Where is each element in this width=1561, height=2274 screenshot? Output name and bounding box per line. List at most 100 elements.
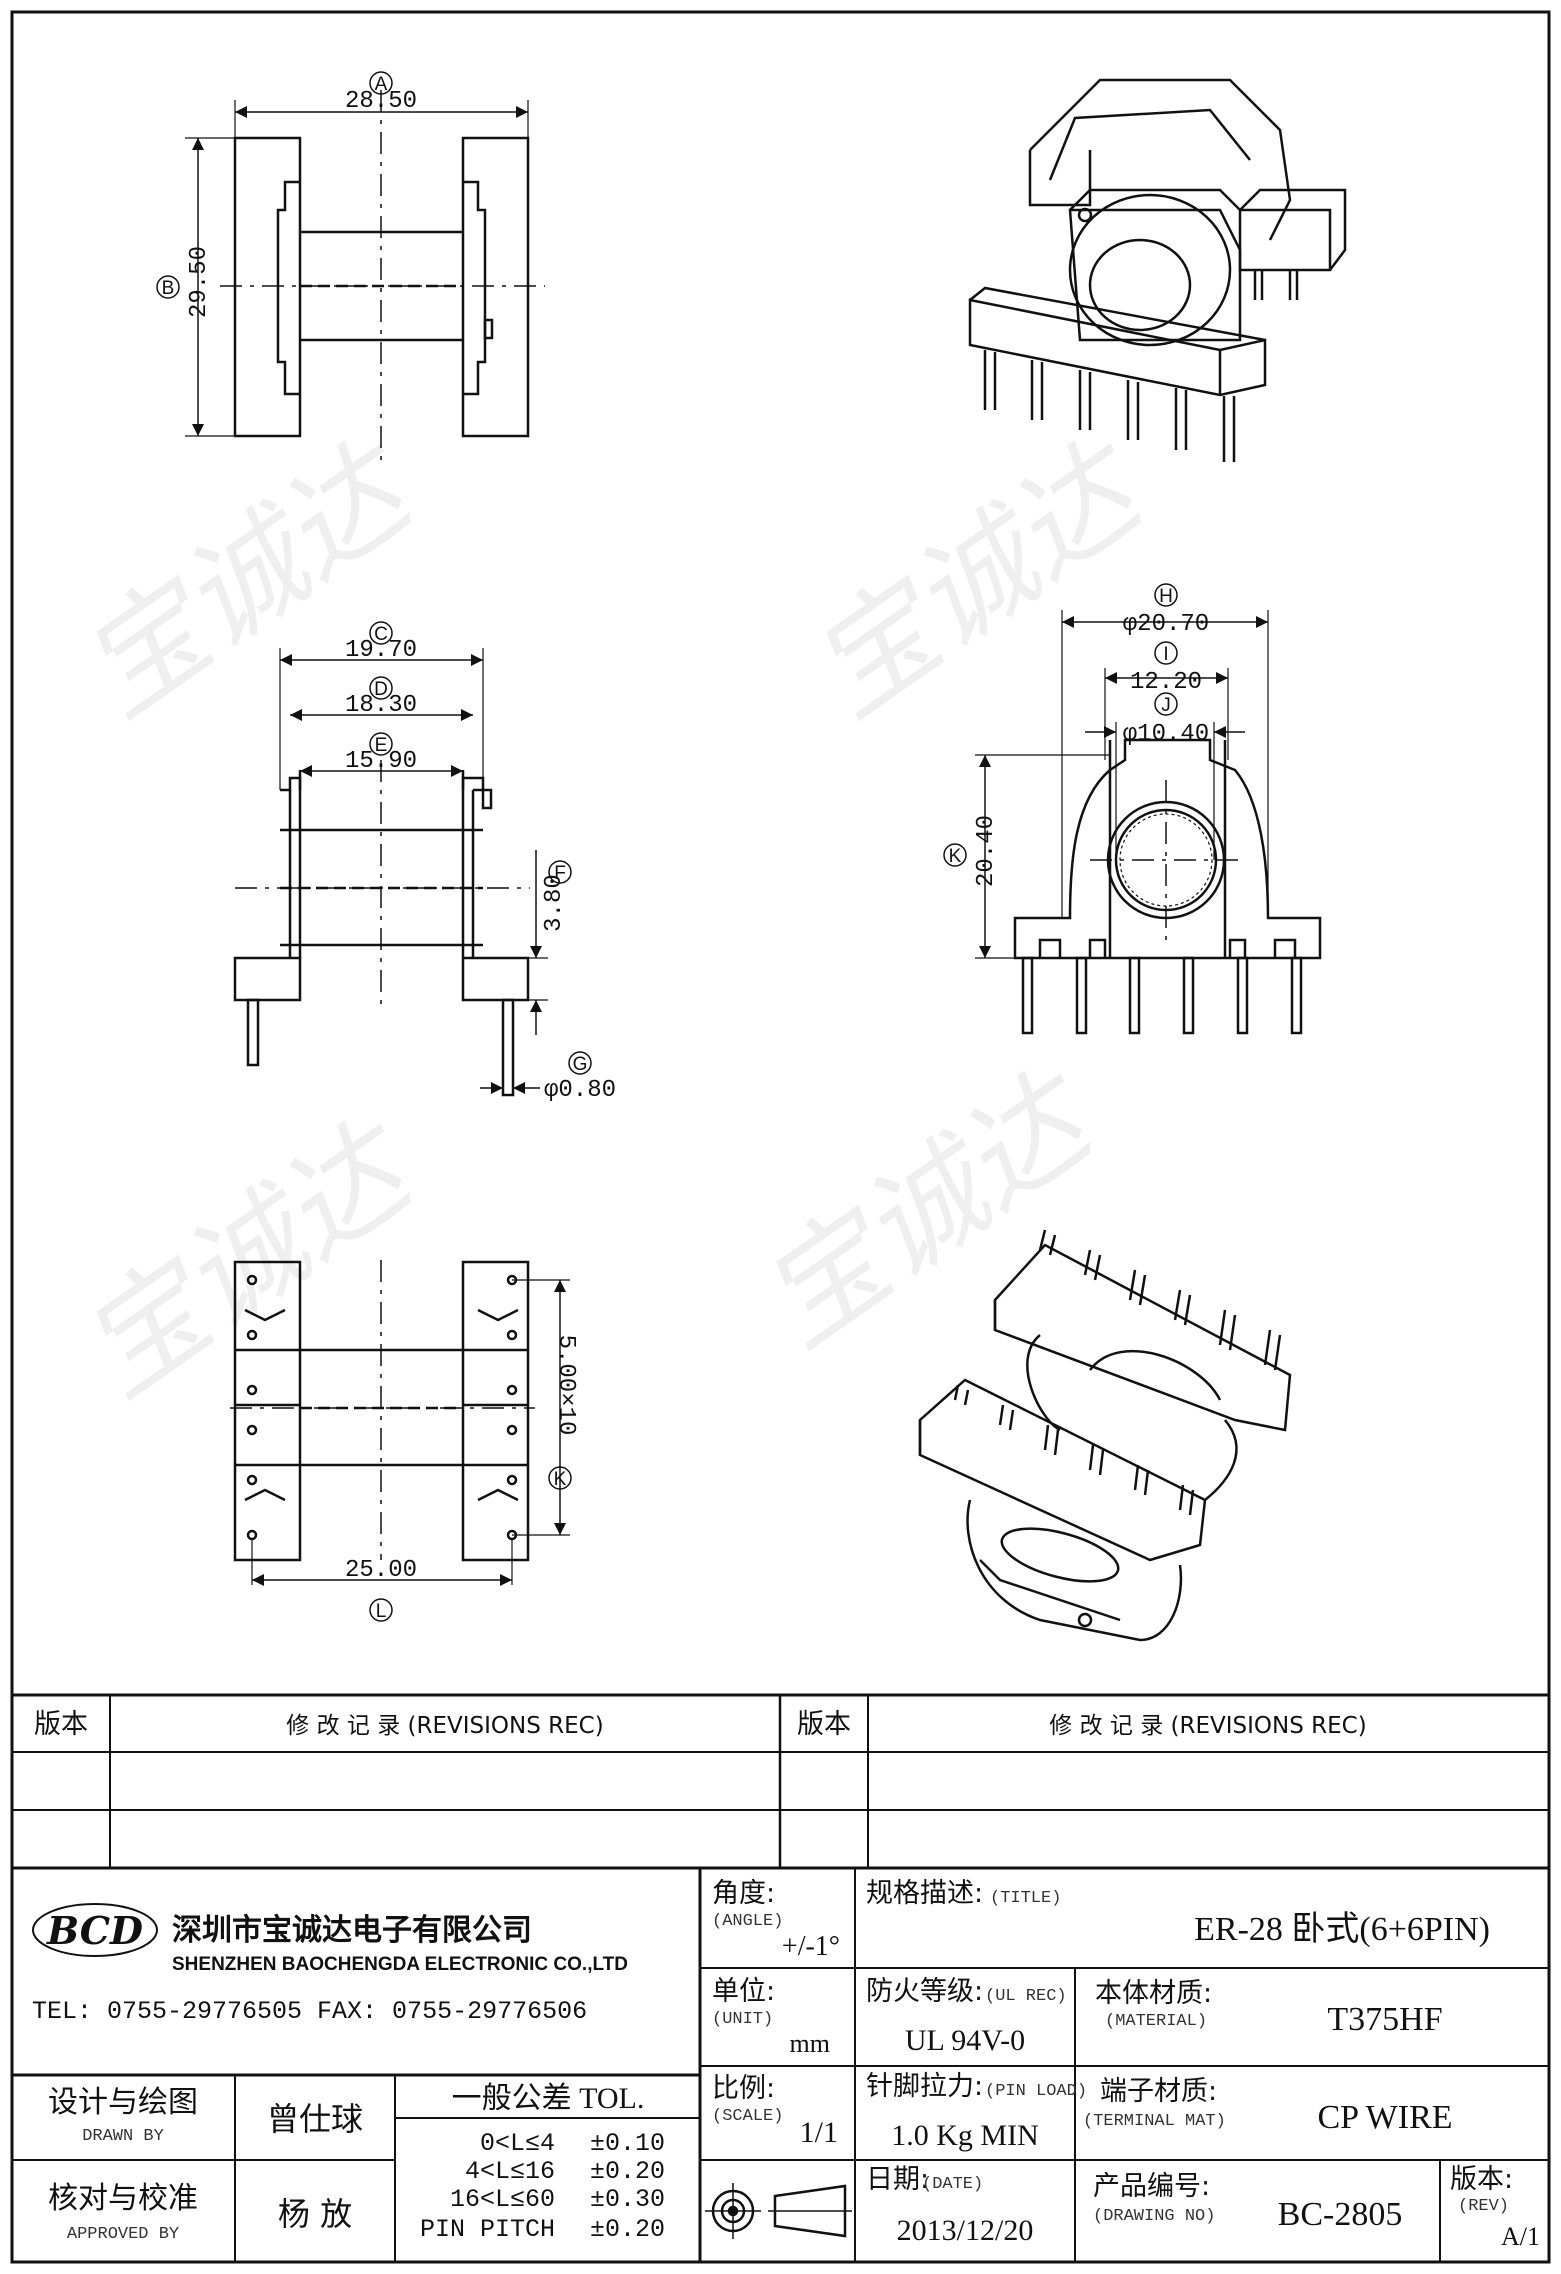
rev-col-version: 版本 — [34, 1709, 88, 1740]
material-value: T375HF — [1327, 2001, 1442, 2038]
svg-text:L: L — [376, 1601, 387, 1622]
ul-label-en: (UL REC) — [985, 1987, 1067, 2006]
svg-text:φ20.70: φ20.70 — [1123, 611, 1209, 638]
date-value: 2013/12/20 — [897, 2214, 1034, 2247]
dim-l: 25.00 L — [251, 1540, 513, 1622]
angle-value: +/-1° — [782, 1931, 840, 1962]
rev-col-records-2: 修 改 记 录 (REVISIONS REC) — [1049, 1713, 1366, 1739]
material-label: 本体材质: — [1095, 1978, 1212, 2009]
unit-label: 单位: — [712, 1976, 775, 2007]
unit-label-en: (UNIT) — [712, 2010, 773, 2029]
svg-text:G: G — [573, 1054, 588, 1075]
dim-h: H φ20.70 — [1061, 583, 1269, 918]
svg-text:φ10.40: φ10.40 — [1123, 721, 1209, 748]
dim-g: G φ0.80 — [480, 1051, 616, 1104]
svg-text:12.20: 12.20 — [1130, 669, 1202, 696]
terminal-label-en: (TERMINAL MAT) — [1083, 2112, 1226, 2131]
terminal-value: CP WIRE — [1317, 2099, 1452, 2136]
dim-e: E 15.90 — [300, 732, 463, 777]
pin-load-value: 1.0 Kg MIN — [891, 2119, 1039, 2152]
svg-text:宝诚达: 宝诚达 — [57, 1096, 442, 1424]
dim-k2: K 5.00×10 — [512, 1279, 579, 1536]
rev-label-en: (REV) — [1458, 2197, 1509, 2216]
title-label-en: (TITLE) — [990, 1889, 1061, 1908]
drawing-no-value: BC-2805 — [1278, 2196, 1403, 2233]
dim-a: A 28.50 — [234, 71, 529, 138]
scale-label: 比例: — [712, 2073, 775, 2104]
end-view — [1013, 738, 1322, 1035]
dim-k: K 20.40 — [943, 754, 1110, 959]
company-logo: BCD — [32, 1903, 158, 1957]
svg-text:H: H — [1159, 586, 1173, 607]
svg-text:φ0.80: φ0.80 — [544, 1077, 616, 1104]
ul-label: 防火等级: — [866, 1976, 983, 2007]
svg-text:4<L≤16: 4<L≤16 — [465, 2157, 555, 2186]
scale-label-en: (SCALE) — [712, 2107, 783, 2126]
scale-value: 1/1 — [800, 2116, 838, 2149]
rev-col-version-2: 版本 — [797, 1709, 851, 1740]
svg-text:宝诚达: 宝诚达 — [787, 416, 1172, 744]
drawn-by-label: 设计与绘图 — [48, 2085, 198, 2120]
watermark: 宝诚达 宝诚达 宝诚达 宝诚达 — [57, 416, 1172, 1424]
drawn-by-name: 曾仕球 — [267, 2100, 363, 2138]
company-contact: TEL: 0755-29776505 FAX: 0755-29776506 — [32, 1997, 587, 2026]
front-view — [220, 90, 545, 460]
svg-text:0<L≤4: 0<L≤4 — [480, 2129, 555, 2158]
svg-text:5.00×10: 5.00×10 — [552, 1335, 579, 1436]
svg-text:J: J — [1161, 695, 1171, 716]
ul-value: UL 94V-0 — [905, 2024, 1025, 2057]
svg-text:18.30: 18.30 — [345, 692, 417, 719]
angle-label-en: (ANGLE) — [712, 1912, 783, 1931]
material-label-en: (MATERIAL) — [1105, 2012, 1207, 2031]
rev-value: A/1 — [1501, 2222, 1540, 2251]
approved-by-name: 杨 放 — [278, 2195, 352, 2233]
svg-text:A: A — [375, 74, 388, 95]
approved-by-label: 核对与校准 — [48, 2181, 198, 2216]
sheet-border — [10, 10, 1551, 2264]
svg-text:宝诚达: 宝诚达 — [737, 1046, 1122, 1374]
svg-text:±0.10: ±0.10 — [590, 2129, 665, 2158]
tolerance-title: 一般公差 TOL. — [452, 2082, 645, 2115]
tolerance-rows: 0<L≤4 ±0.10 4<L≤16 ±0.20 16<L≤60 ±0.30 P… — [420, 2129, 665, 2244]
rev-label: 版本: — [1450, 2164, 1513, 2195]
svg-text:I: I — [1163, 644, 1168, 665]
svg-text:PIN PITCH: PIN PITCH — [420, 2215, 555, 2244]
svg-text:K: K — [554, 1469, 567, 1490]
title-value: ER-28 卧式(6+6PIN) — [1194, 1911, 1490, 1948]
dim-c: C 19.70 — [279, 621, 484, 790]
revision-table — [12, 1693, 1549, 1870]
svg-text:16<L≤60: 16<L≤60 — [450, 2185, 555, 2214]
date-label: 日期: — [866, 2164, 929, 2195]
title-label: 规格描述: — [866, 1878, 983, 1909]
svg-text:E: E — [375, 735, 388, 756]
svg-text:29.50: 29.50 — [186, 246, 213, 318]
svg-text:15.90: 15.90 — [345, 748, 417, 775]
company-name-cn: 深圳市宝诚达电子有限公司 — [172, 1913, 532, 1948]
angle-label: 角度: — [712, 1878, 775, 1909]
terminal-label: 端子材质: — [1100, 2076, 1217, 2107]
drawing-no-label-en: (DRAWING NO) — [1093, 2207, 1215, 2226]
side-view — [233, 760, 530, 1097]
projection-symbol-icon — [705, 2183, 852, 2239]
svg-text:19.70: 19.70 — [345, 637, 417, 664]
drawing-no-label: 产品编号: — [1093, 2171, 1210, 2202]
svg-text:25.00: 25.00 — [345, 1557, 417, 1584]
svg-text:D: D — [374, 679, 388, 700]
unit-value: mm — [790, 2029, 830, 2058]
drawn-by-label-en: DRAWN BY — [82, 2127, 164, 2146]
company-name-en: SHENZHEN BAOCHENGDA ELECTRONIC CO.,LTD — [172, 1954, 628, 1975]
svg-text:B: B — [162, 278, 175, 299]
dim-i: I 12.20 — [1104, 641, 1229, 760]
svg-text:BCD: BCD — [46, 1908, 143, 1953]
isometric-top-view — [968, 78, 1347, 462]
svg-text:C: C — [374, 624, 388, 645]
dim-b: B 29.50 — [156, 137, 235, 437]
dim-j: J φ10.40 — [1085, 692, 1245, 860]
svg-text:K: K — [949, 846, 962, 867]
svg-text:±0.30: ±0.30 — [590, 2185, 665, 2214]
pin-load-label-en: (PIN LOAD) — [985, 2082, 1087, 2101]
svg-text:20.40: 20.40 — [973, 815, 1000, 887]
dim-f: F 3.80 — [528, 850, 572, 1035]
pin-load-label: 针脚拉力: — [866, 2071, 983, 2102]
